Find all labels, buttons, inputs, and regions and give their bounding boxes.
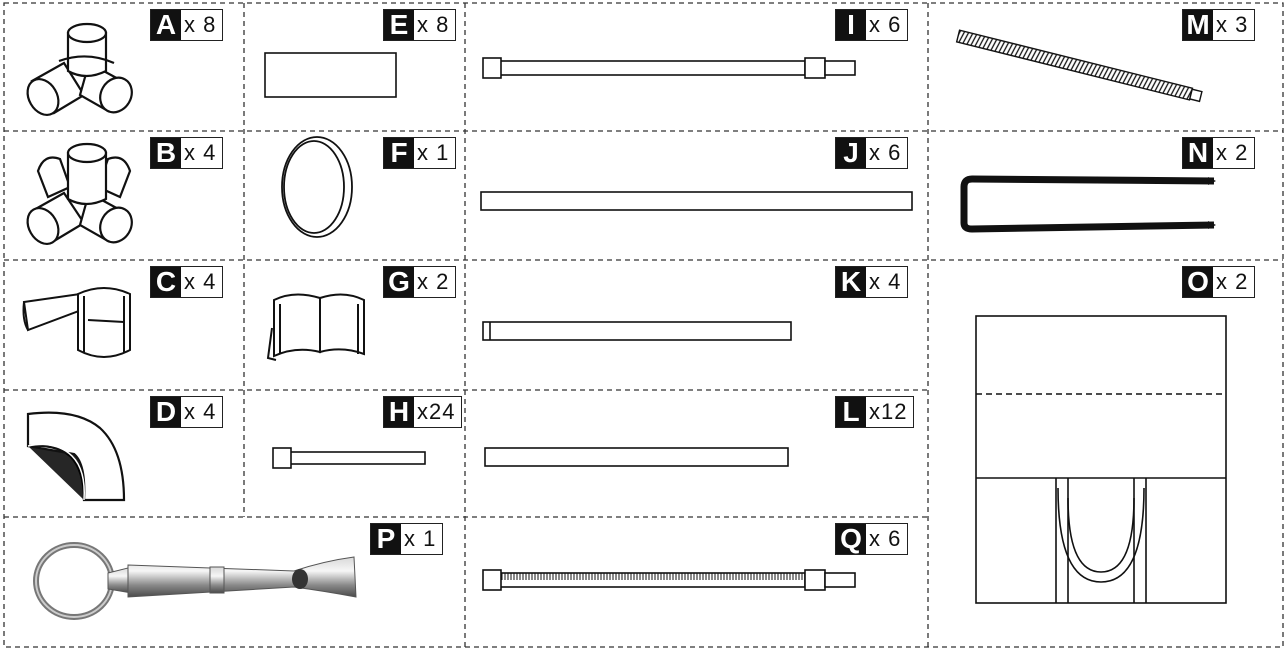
- part-cell-f: F x 1: [244, 131, 465, 260]
- medium-tube-icon: [465, 260, 928, 390]
- u-stake-icon: [928, 131, 1283, 260]
- ribbed-tube-icon: [465, 517, 928, 647]
- part-cell-l: L x12: [465, 390, 928, 517]
- part-cell-o: O x 2: [928, 260, 1283, 647]
- ring-band-icon: [244, 131, 465, 260]
- double-clip-icon: [244, 260, 465, 390]
- tube-with-plugs-icon: [465, 3, 928, 131]
- three-way-elbow-connector-icon: [4, 3, 244, 131]
- four-way-connector-icon: [4, 131, 244, 260]
- part-cell-b: B x 4: [4, 131, 244, 260]
- part-cell-h: H x24: [244, 390, 465, 517]
- part-cell-p: P x 1: [4, 517, 465, 647]
- fabric-panel-icon: [928, 260, 1283, 647]
- elbow-connector-icon: [4, 390, 244, 517]
- part-cell-g: G x 2: [244, 260, 465, 390]
- rectangular-pad-icon: [244, 3, 465, 131]
- part-cell-q: Q x 6: [465, 517, 928, 647]
- part-cell-m: M x 3: [928, 3, 1283, 131]
- long-tube-icon: [465, 131, 928, 260]
- part-cell-n: N x 2: [928, 131, 1283, 260]
- pipe-clip-connector-icon: [4, 260, 244, 390]
- threaded-rod-icon: [928, 3, 1283, 131]
- part-cell-c: C x 4: [4, 260, 244, 390]
- part-cell-a: A x 8: [4, 3, 244, 131]
- part-cell-j: J x 6: [465, 131, 928, 260]
- key-ring-whistle-icon: [4, 517, 465, 647]
- part-cell-i: I x 6: [465, 3, 928, 131]
- part-cell-e: E x 8: [244, 3, 465, 131]
- plain-tube-icon: [465, 390, 928, 517]
- part-cell-d: D x 4: [4, 390, 244, 517]
- short-pin-icon: [244, 390, 465, 517]
- part-cell-k: K x 4: [465, 260, 928, 390]
